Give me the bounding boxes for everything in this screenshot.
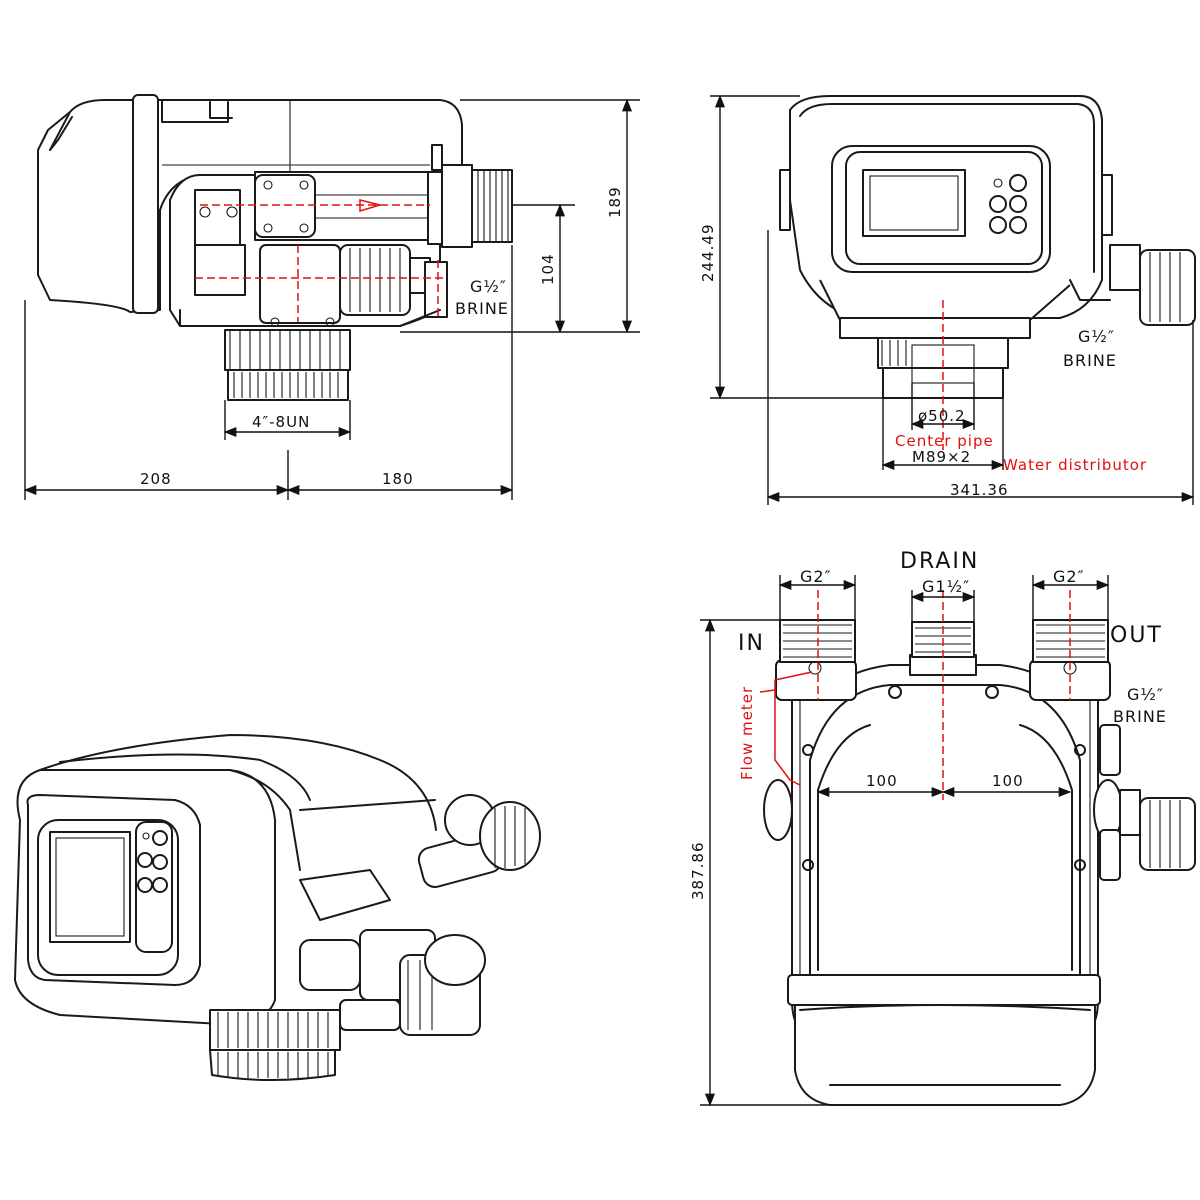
- water-distributor-label: Water distributor: [1003, 456, 1147, 474]
- dim-dia-50-2: ø50.2: [918, 407, 966, 425]
- center-pipe-label: Center pipe: [895, 432, 994, 450]
- brine-label-front: BRINE: [1063, 351, 1117, 370]
- dim-thread-4in: 4″-8UN: [252, 413, 310, 431]
- dim-thread-m89: M89×2: [912, 448, 971, 466]
- dim-104: 104: [539, 253, 557, 285]
- dim-100-left: 100: [866, 772, 898, 790]
- g2-left-label: G2″: [800, 567, 832, 586]
- drain-label: DRAIN: [900, 549, 979, 574]
- dim-180: 180: [382, 470, 414, 488]
- dim-100-right: 100: [992, 772, 1024, 790]
- side-view: 189 104 4″-8UN 208 180 G½″ BRINE: [23, 94, 640, 500]
- brine-fraction-label-top: G½″: [1127, 685, 1164, 704]
- front-view: 244.49 341.36 ø50.2 M89×2 Center pipe Wa…: [699, 94, 1196, 505]
- brine-fraction-label-front: G½″: [1078, 327, 1115, 346]
- brine-label-top: BRINE: [1113, 707, 1167, 726]
- drain-port-label: G1½″: [922, 577, 970, 596]
- top-view: DRAIN IN OUT G2″ G2″ G1½″ G½″ BRINE Flow…: [689, 549, 1196, 1107]
- dim-244-49: 244.49: [699, 224, 717, 283]
- dim-341-36: 341.36: [950, 481, 1009, 499]
- g2-right-label: G2″: [1053, 567, 1085, 586]
- in-label: IN: [738, 631, 765, 656]
- dim-208: 208: [140, 470, 172, 488]
- dim-387-86: 387.86: [689, 842, 707, 901]
- flow-meter-label: Flow meter: [738, 686, 756, 780]
- brine-fraction-label: G½″: [470, 277, 507, 296]
- brine-label: BRINE: [455, 299, 509, 318]
- isometric-view: [14, 734, 541, 1081]
- dim-189: 189: [606, 186, 624, 218]
- out-label: OUT: [1110, 623, 1163, 648]
